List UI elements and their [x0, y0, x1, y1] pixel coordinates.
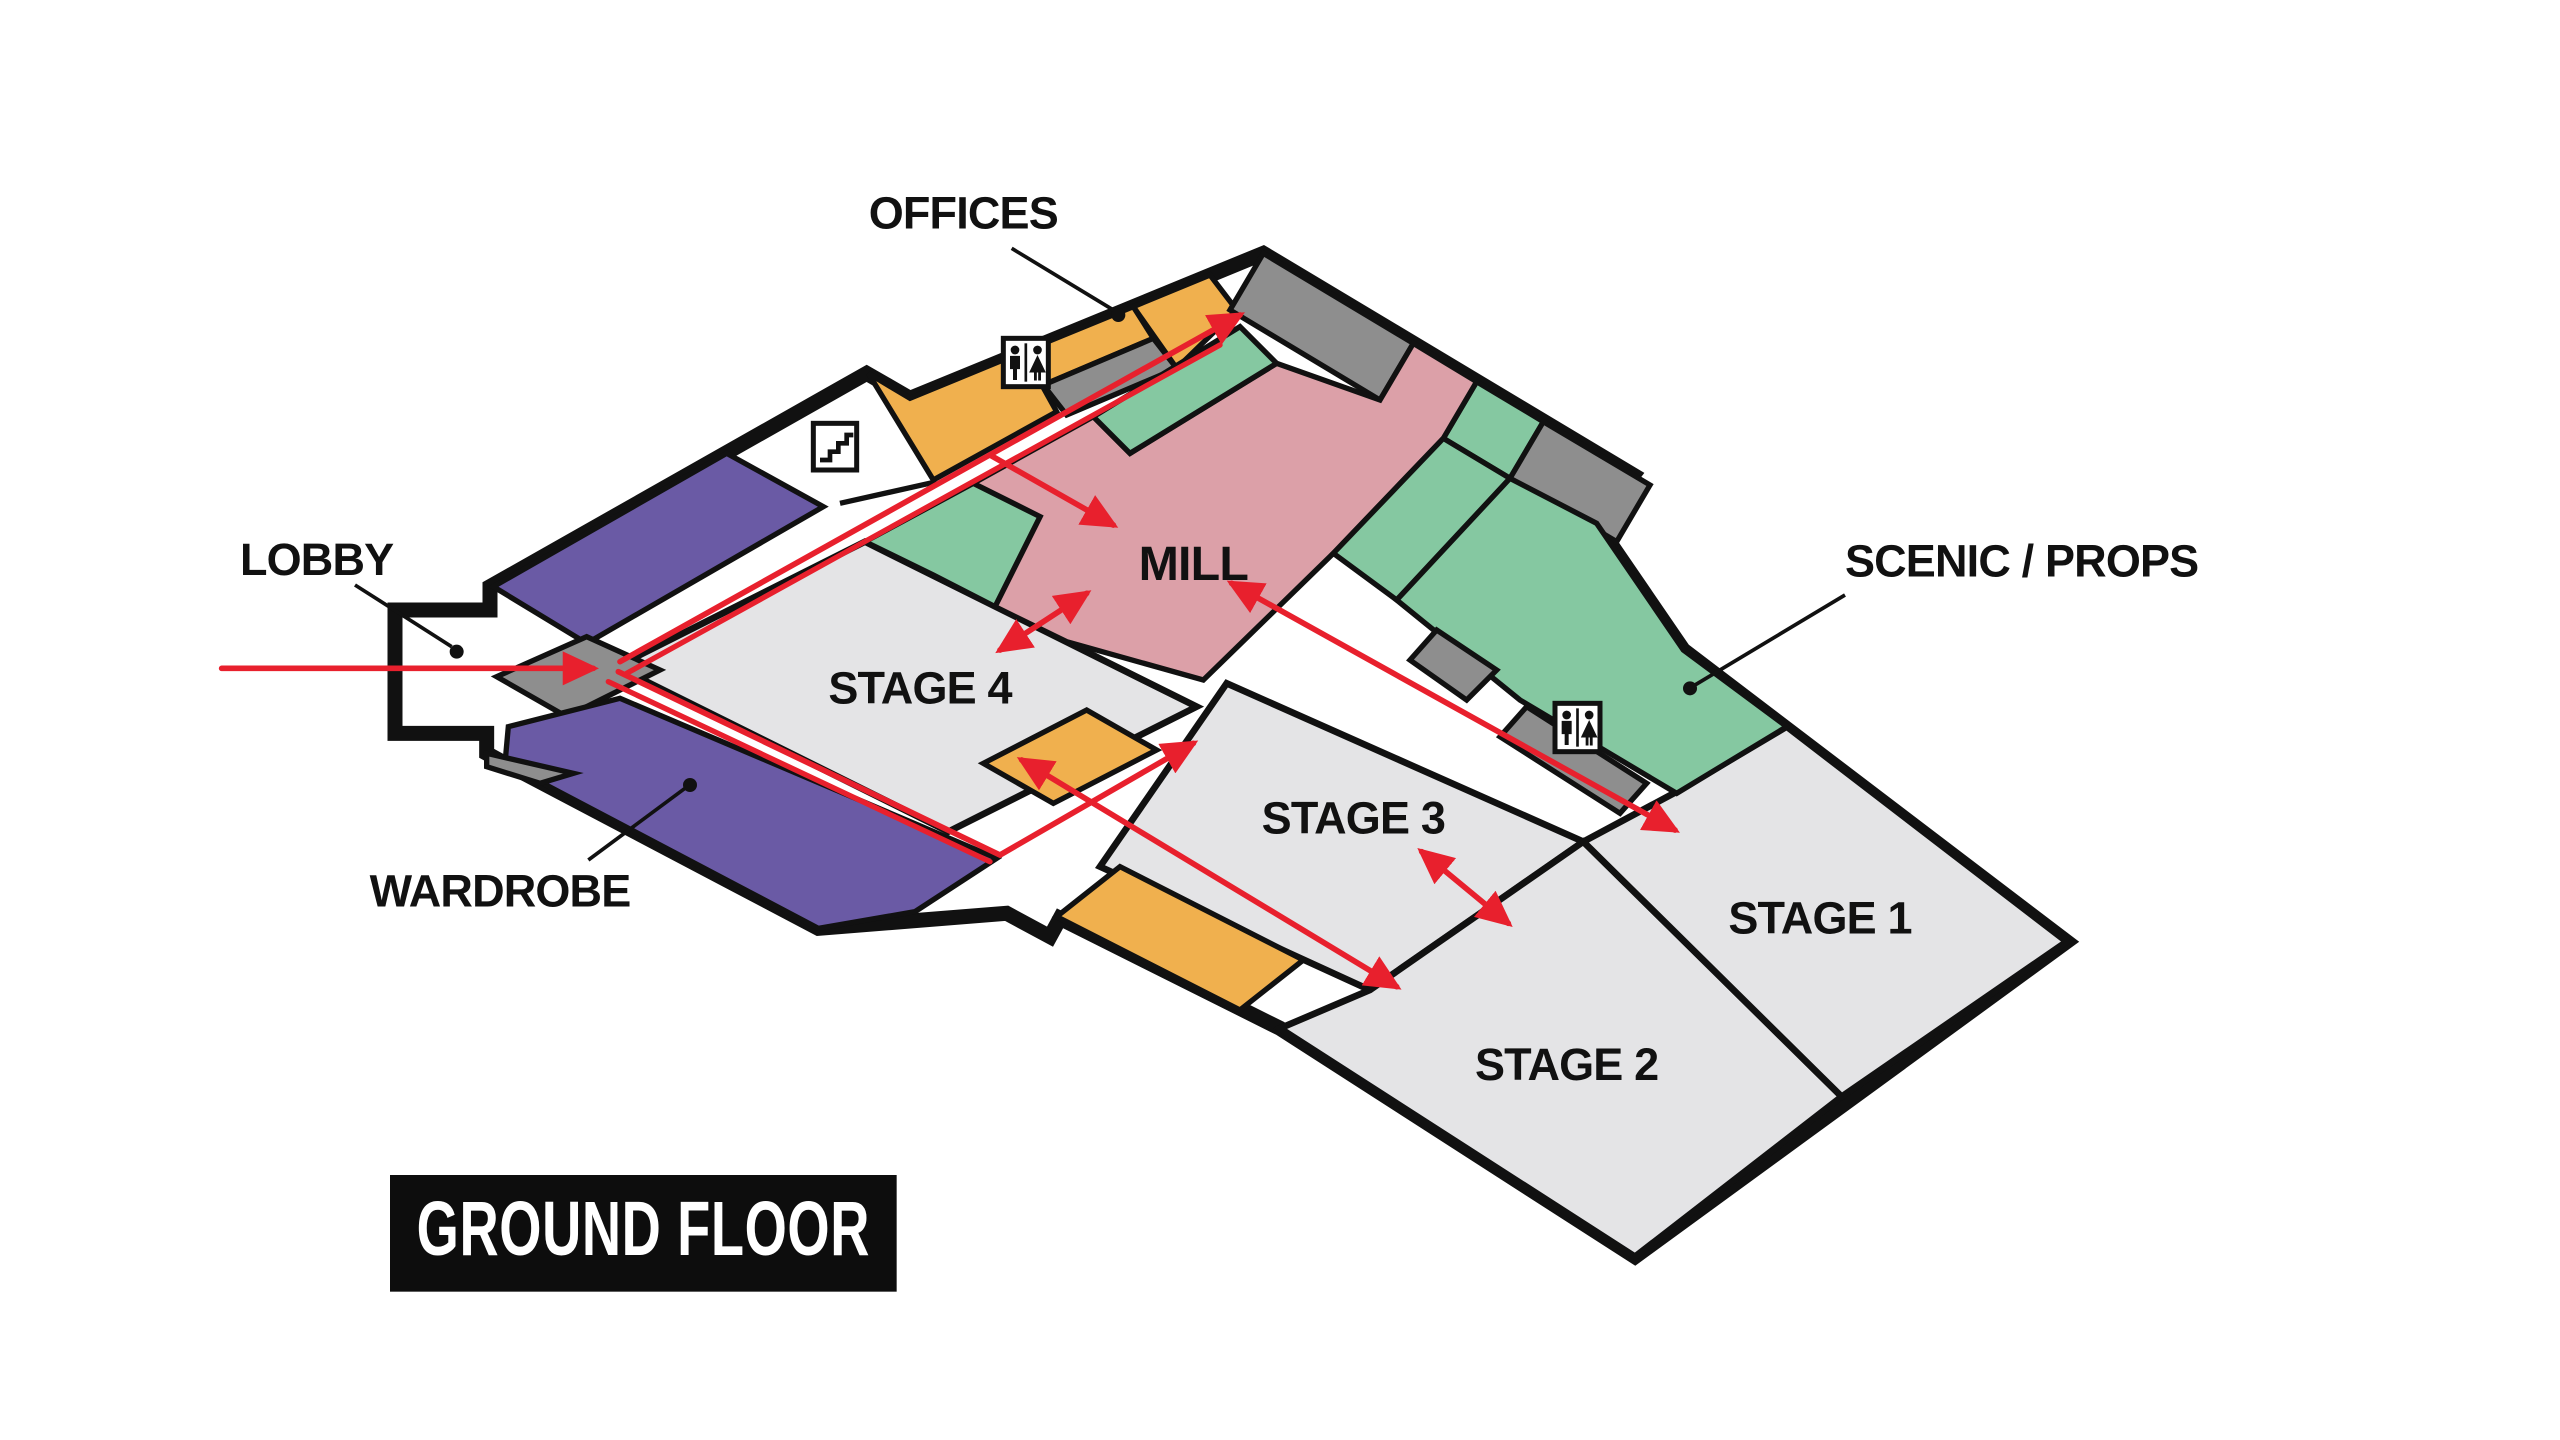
- room-south-gray-wedge: [484, 749, 584, 787]
- label-lobby: LOBBY: [240, 534, 394, 585]
- wardrobe-leader-dot: [683, 778, 697, 792]
- scenic-leader-dot: [1683, 681, 1697, 696]
- stairs-icon: [810, 420, 860, 473]
- lobby-leader: [354, 583, 453, 649]
- woman-glyph-dress: [1029, 355, 1046, 373]
- label-stage-4: STAGE 4: [828, 662, 1012, 713]
- woman-glyph-head: [1033, 345, 1042, 355]
- south-corridor-route-return: [605, 679, 993, 865]
- stage4-stage2-arrow: [1016, 757, 1402, 990]
- restroom-icon-scenic: [1552, 700, 1603, 755]
- man-glyph-head: [1562, 710, 1571, 720]
- floor-title-badge: GROUND FLOOR: [390, 1175, 897, 1292]
- wardrobe-leader: [587, 786, 687, 862]
- scenic-leader: [1694, 593, 1846, 687]
- label-stage-2: STAGE 2: [1475, 1039, 1658, 1090]
- offices-leader-dot: [1111, 308, 1126, 322]
- room-green-nw: [1089, 323, 1281, 457]
- woman-glyph-head: [1584, 710, 1594, 720]
- label-stage-3: STAGE 3: [1262, 792, 1445, 843]
- label-offices: OFFICES: [869, 187, 1058, 238]
- man-glyph-head: [1010, 345, 1020, 355]
- mill-stage1-arrow: [1226, 580, 1680, 833]
- woman-glyph-dress: [1580, 720, 1598, 738]
- label-mill: MILL: [1139, 537, 1249, 591]
- room-lobby-north: [488, 450, 829, 647]
- restroom-icon-offices: [1000, 335, 1051, 390]
- leader-lines: [354, 246, 1846, 862]
- lobby-leader-dot: [449, 644, 464, 659]
- north-corridor-route-return: [624, 342, 1223, 676]
- corridor-wall-segment: [839, 479, 938, 506]
- offices-leader: [1010, 246, 1115, 312]
- corridor-to-mill-arrow: [987, 452, 1119, 528]
- man-glyph-body: [1010, 355, 1020, 380]
- label-wardrobe: WARDROBE: [370, 866, 631, 917]
- room-dock-gray-2: [1506, 418, 1654, 546]
- badge-background: [390, 1175, 897, 1292]
- badge-title: GROUND FLOOR: [417, 1187, 870, 1272]
- stairs-glyph: [820, 432, 854, 463]
- label-stage-1: STAGE 1: [1728, 892, 1911, 943]
- circulation-routes: [218, 312, 1680, 990]
- north-corridor-route: [617, 312, 1245, 665]
- label-scenic-props: SCENIC / PROPS: [1845, 536, 2198, 587]
- stage4-mill-arrow: [995, 590, 1092, 654]
- man-glyph-body: [1561, 720, 1572, 745]
- stage3-stage2-arrow: [1417, 848, 1513, 927]
